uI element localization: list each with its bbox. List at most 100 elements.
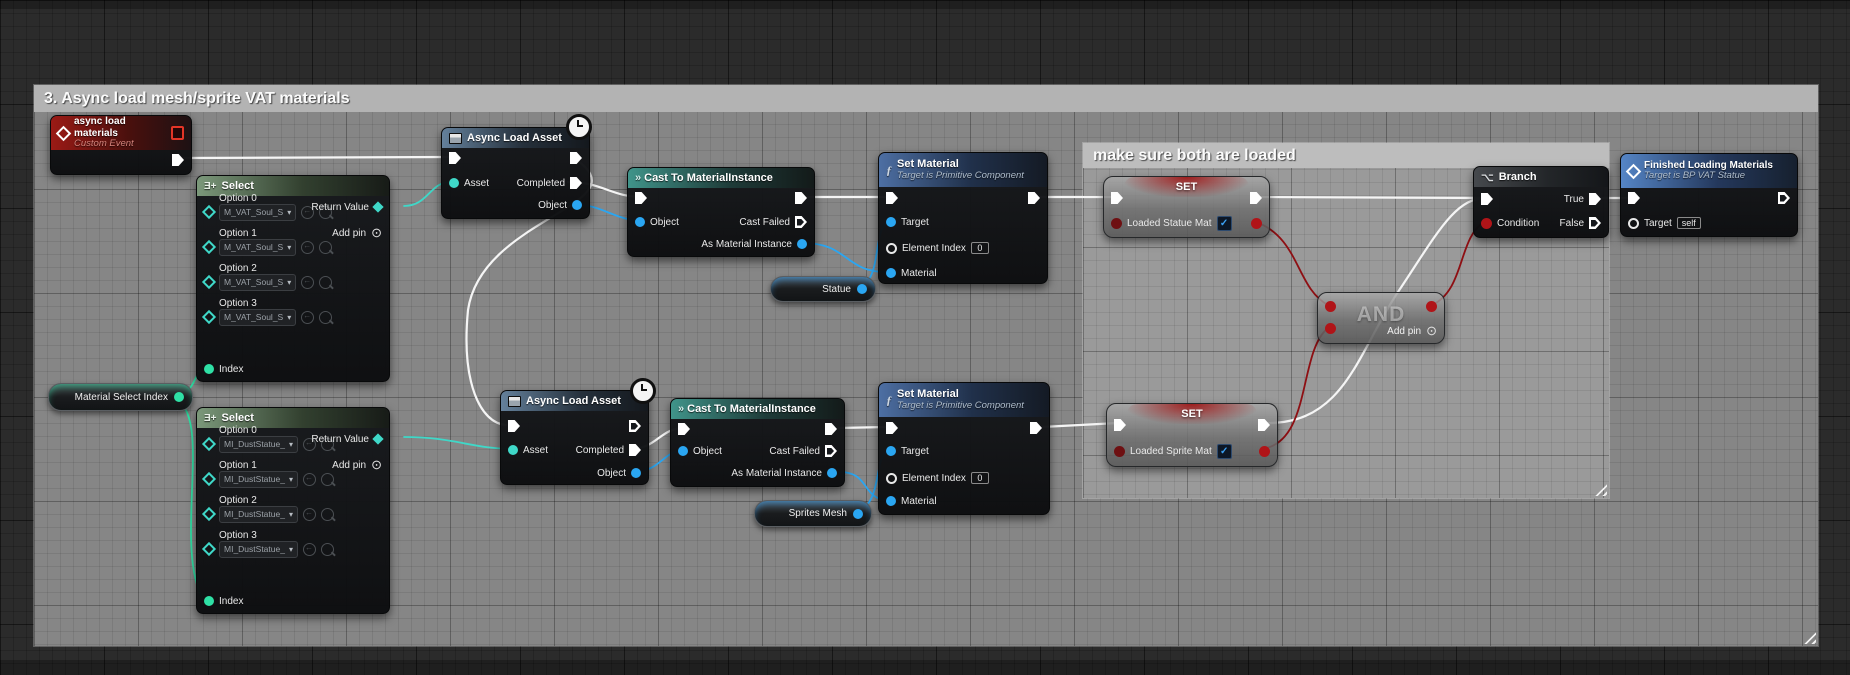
exec-in-pin[interactable] <box>1481 193 1493 205</box>
option2-pin[interactable] <box>201 274 217 290</box>
exec-out-pin[interactable] <box>172 154 184 166</box>
material-pin[interactable] <box>886 496 896 506</box>
browse-icon[interactable] <box>320 542 334 556</box>
node-async-load-asset-1[interactable]: Async Load Asset Asset Completed Object <box>441 127 590 219</box>
option3-pin[interactable] <box>201 309 217 325</box>
exec-out-pin[interactable] <box>570 152 582 164</box>
cast-failed-exec-pin[interactable] <box>795 216 807 228</box>
object-input-pin[interactable] <box>678 446 688 456</box>
use-selected-icon[interactable] <box>302 507 316 521</box>
use-selected-icon[interactable] <box>302 542 316 556</box>
option0-pin[interactable] <box>201 436 217 452</box>
and-output-pin[interactable] <box>1426 300 1437 312</box>
exec-out-pin[interactable] <box>1778 192 1790 204</box>
object-output-pin[interactable] <box>857 284 867 294</box>
exec-in-pin[interactable] <box>1114 419 1126 431</box>
exec-in-pin[interactable] <box>635 192 647 204</box>
exec-in-pin[interactable] <box>886 422 898 434</box>
node-custom-event[interactable]: async load materials Custom Event <box>50 115 192 175</box>
bool-output-pin[interactable] <box>1251 217 1262 229</box>
node-select-mesh[interactable]: Ǝ+ Select Option 0 M_VAT_Soul_S Option 1… <box>196 175 390 382</box>
exec-in-pin[interactable] <box>449 152 461 164</box>
bool-input-pin[interactable] <box>1111 217 1122 229</box>
as-material-instance-pin[interactable] <box>797 239 807 249</box>
browse-icon[interactable] <box>320 507 334 521</box>
add-pin-button[interactable]: Add pin <box>332 458 382 472</box>
browse-icon[interactable] <box>319 310 333 324</box>
browse-icon[interactable] <box>319 240 333 254</box>
bool-checkbox[interactable] <box>1216 215 1232 231</box>
browse-icon[interactable] <box>320 472 334 486</box>
node-cast-to-materialinstance-2[interactable]: » Cast To MaterialInstance Object Cast F… <box>670 398 845 487</box>
element-index-pin[interactable] <box>886 472 897 484</box>
bool-output-pin[interactable] <box>1259 445 1270 457</box>
use-selected-icon[interactable] <box>301 310 315 324</box>
object-output-pin[interactable] <box>853 508 863 519</box>
option1-pin[interactable] <box>201 239 217 255</box>
browse-icon[interactable] <box>319 205 333 219</box>
object-input-pin[interactable] <box>635 217 645 227</box>
node-select-sprite[interactable]: Ǝ+ Select Option 0 MI_DustStatue_ Option… <box>196 407 390 614</box>
option1-pin[interactable] <box>201 471 217 487</box>
option2-pin[interactable] <box>201 506 217 522</box>
option3-pin[interactable] <box>201 541 217 557</box>
node-var-material-select-index[interactable]: Material Select Index <box>48 383 193 411</box>
option0-dropdown[interactable]: M_VAT_Soul_S <box>219 203 297 221</box>
element-index-pin[interactable] <box>886 242 897 254</box>
node-branch[interactable]: ⌥ Branch True Condition False <box>1473 166 1609 238</box>
node-and[interactable]: AND Add pin <box>1317 292 1445 344</box>
event-delegate-pin[interactable] <box>170 126 184 140</box>
condition-pin[interactable] <box>1481 217 1492 229</box>
cast-failed-exec-pin[interactable] <box>825 445 837 457</box>
asset-input-pin[interactable] <box>508 445 518 455</box>
exec-out-pin[interactable] <box>1250 192 1262 204</box>
node-set-material-1[interactable]: ƒ Set Material Target is Primitive Compo… <box>878 152 1048 284</box>
use-selected-icon[interactable] <box>301 275 315 289</box>
use-selected-icon[interactable] <box>302 437 316 451</box>
use-selected-icon[interactable] <box>301 240 315 254</box>
option3-dropdown[interactable]: M_VAT_Soul_S <box>219 308 297 326</box>
object-output-pin[interactable] <box>631 468 641 478</box>
exec-in-pin[interactable] <box>1111 192 1123 204</box>
completed-exec-pin[interactable] <box>629 444 641 456</box>
true-exec-pin[interactable] <box>1589 193 1601 205</box>
node-var-sprites-mesh[interactable]: Sprites Mesh <box>754 500 872 527</box>
add-pin-button[interactable]: Add pin <box>332 226 382 240</box>
browse-icon[interactable] <box>320 437 334 451</box>
option2-dropdown[interactable]: M_VAT_Soul_S <box>219 273 297 291</box>
int-output-pin[interactable] <box>174 392 184 402</box>
option1-dropdown[interactable]: M_VAT_Soul_S <box>219 238 297 256</box>
node-set-material-2[interactable]: ƒ Set Material Target is Primitive Compo… <box>878 382 1050 515</box>
false-exec-pin[interactable] <box>1589 217 1601 229</box>
exec-in-pin[interactable] <box>1628 192 1640 204</box>
asset-input-pin[interactable] <box>449 178 459 188</box>
exec-in-pin[interactable] <box>508 420 520 432</box>
node-async-load-asset-2[interactable]: Async Load Asset Asset Completed Object <box>500 390 649 485</box>
bool-input-pin[interactable] <box>1114 445 1125 457</box>
target-pin[interactable] <box>886 217 896 227</box>
browse-icon[interactable] <box>319 275 333 289</box>
completed-exec-pin[interactable] <box>570 177 582 189</box>
and-input-pin-2[interactable] <box>1325 322 1336 334</box>
exec-out-pin[interactable] <box>825 423 837 435</box>
and-input-pin-1[interactable] <box>1325 300 1336 312</box>
exec-in-pin[interactable] <box>678 423 690 435</box>
return-value-pin[interactable] <box>372 201 384 213</box>
element-index-value[interactable]: 0 <box>970 472 989 484</box>
object-output-pin[interactable] <box>572 200 582 210</box>
exec-out-pin[interactable] <box>629 420 641 432</box>
exec-out-pin[interactable] <box>1030 422 1042 434</box>
comment-header[interactable]: make sure both are loaded <box>1083 143 1609 168</box>
node-finished-loading-materials[interactable]: Finished Loading Materials Target is BP … <box>1620 153 1798 237</box>
use-selected-icon[interactable] <box>301 205 315 219</box>
node-set-loaded-sprite-mat[interactable]: SET Loaded Sprite Mat <box>1106 403 1278 467</box>
comment-header[interactable]: 3. Async load mesh/sprite VAT materials <box>34 85 1818 112</box>
node-var-statue[interactable]: Statue <box>770 276 876 302</box>
option2-dropdown[interactable]: MI_DustStatue_ <box>219 505 298 523</box>
option0-dropdown[interactable]: MI_DustStatue_ <box>219 435 298 453</box>
as-material-instance-pin[interactable] <box>827 468 837 478</box>
return-value-pin[interactable] <box>372 433 384 445</box>
index-pin[interactable] <box>204 364 214 374</box>
element-index-value[interactable]: 0 <box>970 242 989 254</box>
node-set-loaded-statue-mat[interactable]: SET Loaded Statue Mat <box>1103 176 1270 238</box>
